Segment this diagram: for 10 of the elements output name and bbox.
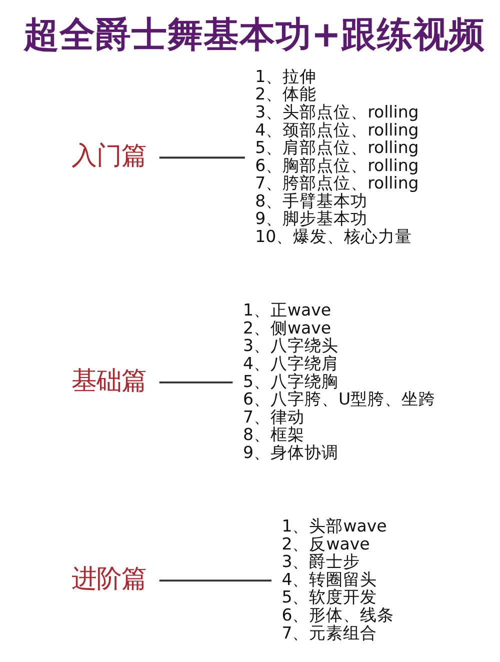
node-text: 入门篇 — [72, 140, 147, 170]
connector — [159, 156, 245, 159]
node-text: 基础篇 — [72, 364, 147, 395]
connector — [159, 382, 233, 384]
diagram-title: 超全爵士舞基本功+跟练视频 — [23, 14, 486, 56]
node-text: 1、拉伸 2、体能 3、头部点位、rolling 4、颈部点位、rolling 5、肩部点位、rolling 6、胸部点位、rolling 7、胯部点位、rolling 8、手臂基本功 9、脚步基本功 10、爆发、核心力量 — [255, 66, 419, 246]
node-text: 1、头部wave 2、反wave 3、爵士步 4、转圈留头 5、软度开发 6、形体、线条 7、元素组合 — [282, 516, 394, 642]
node-text: 1、正wave 2、侧wave 3、八字绕头 4、八字绕肩 5、八字绕胸 6、八字胯、U型胯、坐跨 7、律动 8、框架 9、身体协调 — [243, 300, 436, 462]
connector — [159, 580, 272, 582]
node-text: 进阶篇 — [72, 562, 147, 593]
